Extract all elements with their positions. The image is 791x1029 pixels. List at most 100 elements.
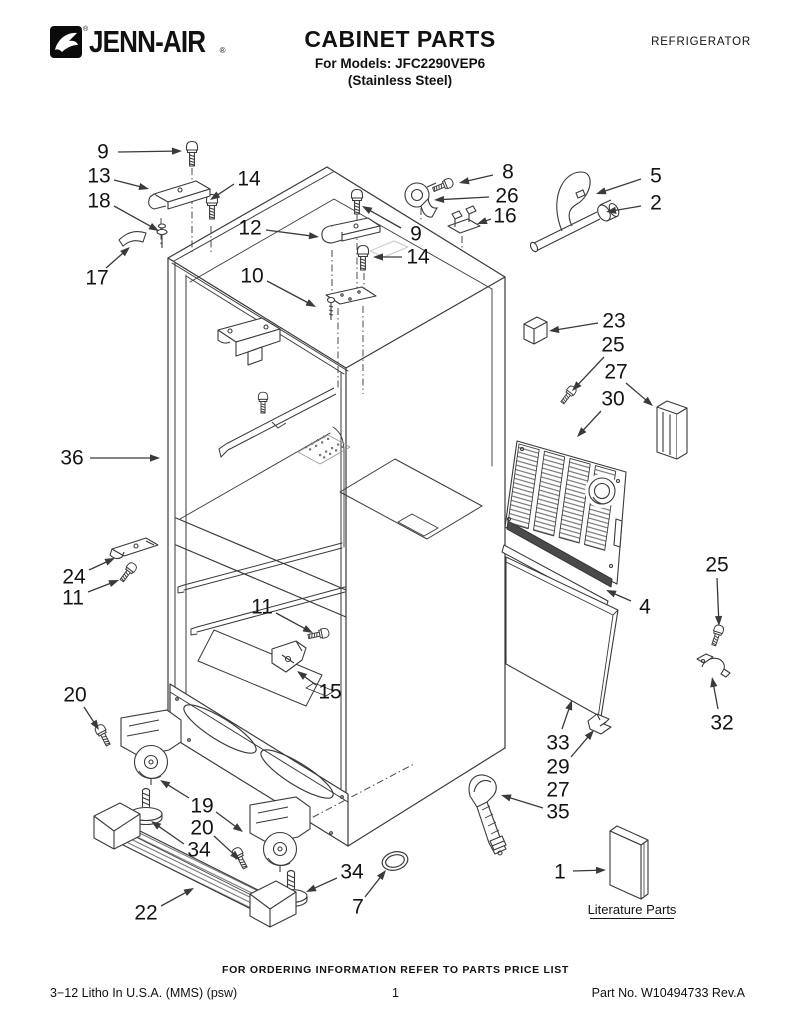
callout-label-25: 25 — [705, 554, 728, 577]
callout-arrowhead — [150, 454, 160, 462]
callout-arrow — [572, 869, 599, 872]
callout-arrowhead — [305, 299, 316, 307]
screw-icon — [257, 391, 269, 414]
callout-label-12: 12 — [238, 217, 261, 240]
logo-registered-mark: ® — [83, 26, 89, 33]
callout-arrowhead — [373, 253, 383, 261]
callout-label-5: 5 — [650, 165, 662, 188]
callout-arrow — [556, 322, 599, 331]
callout-arrow — [105, 251, 125, 269]
callout-label-11: 11 — [62, 587, 84, 610]
callout-arrowhead — [160, 780, 171, 789]
o-ring-7 — [381, 851, 409, 871]
callout-arrow — [613, 592, 632, 602]
callout-label-14: 14 — [406, 246, 430, 269]
callout-label-20: 20 — [63, 684, 86, 707]
callout-arrowhead — [183, 888, 194, 896]
callout-arrowhead — [577, 427, 587, 437]
screw-icon — [306, 627, 331, 642]
callout-arrowhead — [565, 700, 573, 711]
callout-label-23: 23 — [602, 310, 625, 333]
callout-arrow — [613, 205, 642, 212]
callout-arrow — [215, 811, 237, 828]
callout-label-36: 36 — [60, 447, 83, 470]
callout-arrow — [83, 706, 96, 724]
callout-arrowhead — [595, 866, 606, 874]
callout-label-24: 24 — [62, 566, 86, 589]
callout-arrowhead — [606, 206, 617, 214]
callout-arrow — [368, 209, 402, 229]
callout-arrowhead — [377, 870, 386, 881]
callout-arrow — [313, 877, 338, 890]
page-header: ® JENN-AIR ® CABINET PARTS For Models: J… — [0, 0, 791, 100]
hinge-cam-26 — [404, 182, 439, 218]
callout-arrow — [88, 560, 109, 571]
callout-arrowhead — [104, 558, 115, 566]
callout-label-20: 20 — [190, 817, 213, 840]
bracket-3 — [217, 317, 281, 366]
callout-label-1: 1 — [554, 861, 566, 884]
callout-label-33: 33 — [546, 732, 569, 755]
models-line: For Models: JFC2290VEP6 — [314, 56, 486, 71]
front-rail-22 — [93, 802, 297, 928]
callout-arrowhead — [138, 183, 149, 190]
screw-icon — [230, 845, 251, 871]
callout-label-17: 17 — [85, 267, 108, 290]
callout-label-29: 29 — [546, 756, 569, 779]
callout-arrowhead — [297, 671, 308, 680]
callout-label-30: 30 — [601, 388, 624, 411]
clip-29 — [587, 713, 612, 735]
literature-parts-caption: Literature Parts — [588, 902, 677, 917]
screw-icon — [708, 623, 726, 648]
callout-arrowhead — [501, 794, 512, 802]
callout-arrow — [570, 735, 590, 758]
callout-label-14: 14 — [237, 168, 261, 191]
callout-arrowhead — [308, 232, 319, 240]
callout-arrow — [87, 582, 112, 593]
callout-arrowhead — [108, 580, 119, 587]
callout-label-15: 15 — [318, 681, 341, 704]
screw-icon — [185, 140, 199, 167]
callout-label-10: 10 — [240, 265, 263, 288]
callout-label-22: 22 — [134, 902, 157, 925]
callout-label-2: 2 — [650, 192, 662, 215]
callout-arrowhead — [148, 222, 159, 231]
callout-arrowhead — [584, 730, 594, 740]
callout-arrow — [117, 150, 175, 153]
page-title: CABINET PARTS — [304, 26, 496, 52]
callout-label-19: 19 — [190, 795, 213, 818]
callout-arrowhead — [306, 884, 317, 892]
callout-arrow — [113, 205, 153, 228]
brand-name: JENN-AIR — [89, 24, 206, 59]
callout-arrowhead — [302, 625, 313, 633]
callout-arrow — [466, 174, 494, 182]
callout-arrowhead — [606, 590, 617, 598]
brand-registered-mark: ® — [219, 46, 226, 55]
callout-label-4: 4 — [639, 596, 651, 619]
callout-arrow — [625, 382, 648, 402]
clip-23 — [523, 316, 548, 345]
callout-arrowhead — [120, 247, 130, 257]
callout-arrowhead — [90, 719, 99, 730]
top-hinge-left — [118, 140, 219, 248]
brand-logo: ® JENN-AIR ® — [50, 26, 233, 58]
cabinet-body — [167, 166, 506, 847]
callout-label-27: 27 — [604, 361, 627, 384]
callout-label-32: 32 — [710, 712, 733, 735]
callout-arrowhead — [596, 187, 607, 195]
callout-arrowhead — [210, 191, 221, 200]
channel-bracket-27 — [656, 400, 688, 460]
top-hinge-center — [321, 188, 381, 320]
doc-type-label: REFRIGERATOR — [651, 36, 751, 48]
clamp-32 — [696, 653, 731, 678]
keypad-dots — [305, 435, 344, 459]
callout-label-16: 16 — [493, 205, 516, 228]
callout-arrow — [364, 875, 382, 898]
callout-label-9: 9 — [410, 223, 422, 246]
clip-16 — [447, 205, 481, 234]
callout-arrow — [166, 783, 190, 799]
callout-arrow — [157, 825, 185, 845]
callout-arrow — [712, 684, 719, 710]
rear-grille-30 — [504, 440, 627, 585]
